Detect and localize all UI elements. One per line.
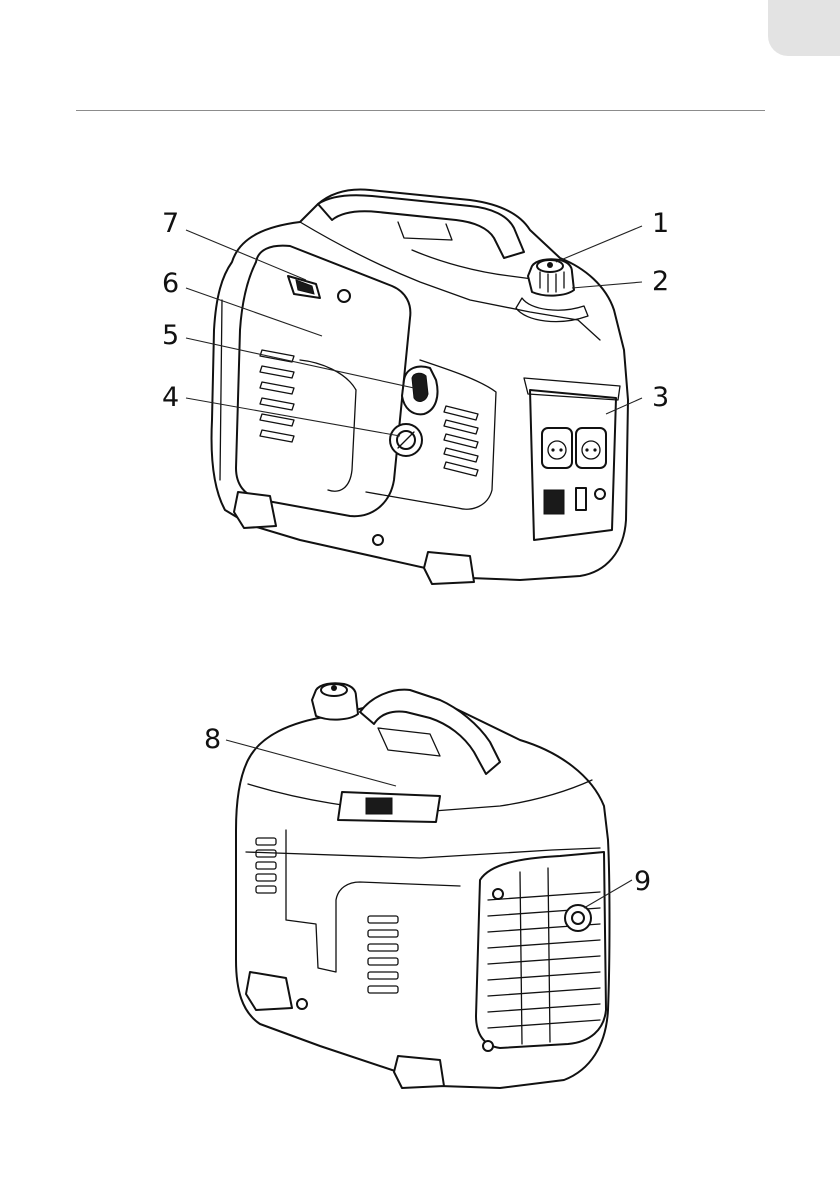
exhaust-outlet-inner	[572, 912, 584, 924]
rear-base-screw	[297, 999, 307, 1009]
eco-switch	[576, 488, 586, 510]
callout-1: 1	[652, 208, 669, 239]
callout-5: 5	[162, 320, 179, 351]
callout-2: 2	[652, 266, 669, 297]
callout-9: 9	[634, 866, 651, 897]
rear-foot-right	[394, 1056, 444, 1088]
callout-8: 8	[204, 724, 221, 755]
header-rule	[76, 110, 765, 111]
grille-screw-top	[493, 889, 503, 899]
maintenance-cover	[236, 246, 410, 517]
ground-terminal	[595, 489, 605, 499]
generator-rear-view: 8 9	[0, 660, 840, 1140]
exhaust-grille-frame	[476, 852, 606, 1048]
generator-front-view: 7 6 5 4 1 2 3	[0, 180, 840, 600]
callout-6: 6	[162, 268, 179, 299]
ac-socket-right	[576, 428, 606, 468]
foot-left	[234, 492, 276, 528]
dc-outlet	[544, 490, 564, 514]
callout-4: 4	[162, 382, 179, 413]
starter-grip	[412, 373, 428, 401]
ac-socket-left	[542, 428, 572, 468]
cover-screw	[338, 290, 350, 302]
air-intake-slot	[366, 798, 392, 814]
rear-fuel-cap-vent	[331, 685, 337, 691]
callout-3: 3	[652, 382, 669, 413]
leader-1	[556, 226, 642, 262]
callout-7: 7	[162, 208, 179, 239]
grille-screw-bottom	[483, 1041, 493, 1051]
foot-right	[424, 552, 474, 584]
generator-rear-drawing: 8 9	[0, 660, 840, 1140]
page-corner-tab	[768, 0, 840, 56]
base-screw	[373, 535, 383, 545]
rear-foot-left	[246, 972, 292, 1010]
generator-front-drawing: 7 6 5 4 1 2 3	[0, 180, 840, 600]
fuel-cap-vent	[547, 262, 553, 268]
